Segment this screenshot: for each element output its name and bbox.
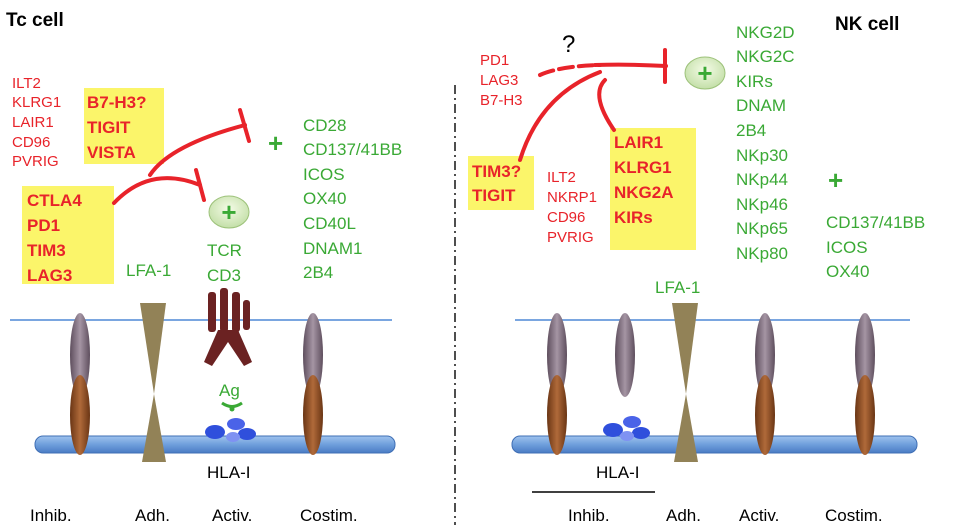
tc-adhesion-molecule [140, 303, 166, 462]
tc-inhib-highlight-item: VISTA [87, 143, 136, 162]
nk-highlight-left [468, 156, 534, 210]
tc-costim-item: DNAM1 [303, 239, 363, 258]
nk-inhib-receptor-2 [615, 313, 635, 397]
tc-inhib-highlight-item: TIGIT [87, 118, 131, 137]
tc-activation-label: TCR [207, 241, 242, 260]
nk-inhibition-arrows [518, 48, 668, 162]
tc-plus-small: + [268, 128, 283, 158]
nk-plus-small: + [828, 165, 843, 195]
nk-hla-molecule [603, 416, 650, 441]
membranes [10, 319, 918, 454]
nk-plus-circle-icon [684, 56, 726, 90]
tc-activation-label: CD3 [207, 266, 241, 285]
nk-costim-item: OX40 [826, 262, 869, 281]
nk-costim-item: CD137/41BB [826, 213, 925, 232]
nk-hla-label: HLA-I [596, 463, 639, 482]
tc-costim-item: OX40 [303, 189, 346, 208]
tc-highlight-bottom [22, 186, 114, 284]
nk-inhib-highlight-item: TIGIT [472, 186, 516, 205]
nk-inhib-top-item: LAG3 [480, 72, 518, 89]
tc-bottom-label: Activ. [212, 506, 252, 525]
nk-inhib-highlight-item: KLRG1 [614, 158, 672, 177]
nk-highlight-right [610, 128, 696, 250]
text-layer: Tc cell NK cell ILT2 KLRG1 LAIR1 CD96 PV… [6, 10, 925, 525]
nk-bottom-label: Activ. [739, 506, 779, 525]
tc-inhib-small-item: LAIR1 [12, 114, 54, 131]
nk-activ-item: NKp65 [736, 219, 788, 238]
nk-activ-item: NKp46 [736, 195, 788, 214]
tc-costim-receptor [303, 313, 323, 455]
tc-inhib-small-item: ILT2 [12, 75, 41, 92]
nk-inhib-mid-item: PVRIG [547, 229, 594, 246]
tc-costim-item: CD28 [303, 116, 346, 135]
nk-costim-item: ICOS [826, 238, 868, 257]
tc-antigen [221, 401, 243, 412]
nk-activ-receptor [755, 313, 775, 455]
nk-bottom-label: Adh. [666, 506, 701, 525]
nk-activ-item: KIRs [736, 72, 773, 91]
nk-bottom-membrane [511, 435, 918, 454]
nk-inhib-highlight-item: NKG2A [614, 183, 674, 202]
nk-adhesion-molecule [672, 303, 698, 462]
nk-activ-item: NKG2C [736, 47, 795, 66]
tc-highlight-top [84, 88, 164, 164]
nk-adhesion-label: LFA-1 [655, 278, 700, 297]
nk-activ-item: DNAM [736, 96, 786, 115]
tc-inhib-small-item: CD96 [12, 134, 50, 151]
tc-plus-circle-sign: + [221, 197, 236, 227]
tc-inhib-highlight-item: CTLA4 [27, 191, 82, 210]
tc-antigen-label: Ag [219, 381, 240, 400]
tc-bottom-label: Costim. [300, 506, 358, 525]
nk-inhib-highlight-item: LAIR1 [614, 133, 663, 152]
nk-inhib-top-item: PD1 [480, 52, 509, 69]
tc-plus-circle-icon [208, 195, 250, 229]
nk-question-mark: ? [562, 31, 575, 58]
tc-bottom-label: Adh. [135, 506, 170, 525]
tc-inhib-highlight-item: PD1 [27, 216, 60, 235]
nk-activ-item: NKp44 [736, 170, 788, 189]
tc-hla-label: HLA-I [207, 463, 250, 482]
tc-hla-molecule [205, 418, 256, 442]
nk-activ-item: NKG2D [736, 23, 795, 42]
tc-costim-item: CD137/41BB [303, 140, 402, 159]
nk-inhib-receptor-1 [547, 313, 567, 455]
nk-costim-receptor [855, 313, 875, 455]
nk-inhib-mid-item: CD96 [547, 209, 585, 226]
tc-costim-item: 2B4 [303, 263, 333, 282]
tc-tcr-complex [204, 288, 252, 366]
tc-title: Tc cell [6, 10, 64, 31]
nk-activ-item: NKp80 [736, 244, 788, 263]
nk-inhib-mid-item: NKRP1 [547, 189, 597, 206]
tc-costim-item: CD40L [303, 214, 356, 233]
tc-bottom-label: Inhib. [30, 506, 72, 525]
nk-title: NK cell [835, 14, 899, 35]
tc-inhib-highlight-item: TIM3 [27, 241, 66, 260]
tc-inhib-small-item: PVRIG [12, 153, 59, 170]
nk-inhib-top-item: B7-H3 [480, 92, 523, 109]
nk-bottom-label: Inhib. [568, 506, 610, 525]
tc-inhib-highlight-item: B7-H3? [87, 93, 147, 112]
nk-plus-circle-sign: + [697, 58, 712, 88]
nk-inhib-highlight-item: TIM3? [472, 162, 521, 181]
tc-inhib-receptor [70, 313, 90, 455]
nk-inhib-mid-item: ILT2 [547, 169, 576, 186]
tc-adhesion-label: LFA-1 [126, 261, 171, 280]
nk-inhib-highlight-item: KIRs [614, 208, 653, 227]
nk-bottom-label: Costim. [825, 506, 883, 525]
tc-inhib-small-item: KLRG1 [12, 94, 61, 111]
tc-inhib-highlight-item: LAG3 [27, 266, 72, 285]
tc-costim-item: ICOS [303, 165, 345, 184]
nk-activ-item: 2B4 [736, 121, 766, 140]
tc-inhibition-arrows [112, 108, 251, 205]
nk-activ-item: NKp30 [736, 146, 788, 165]
